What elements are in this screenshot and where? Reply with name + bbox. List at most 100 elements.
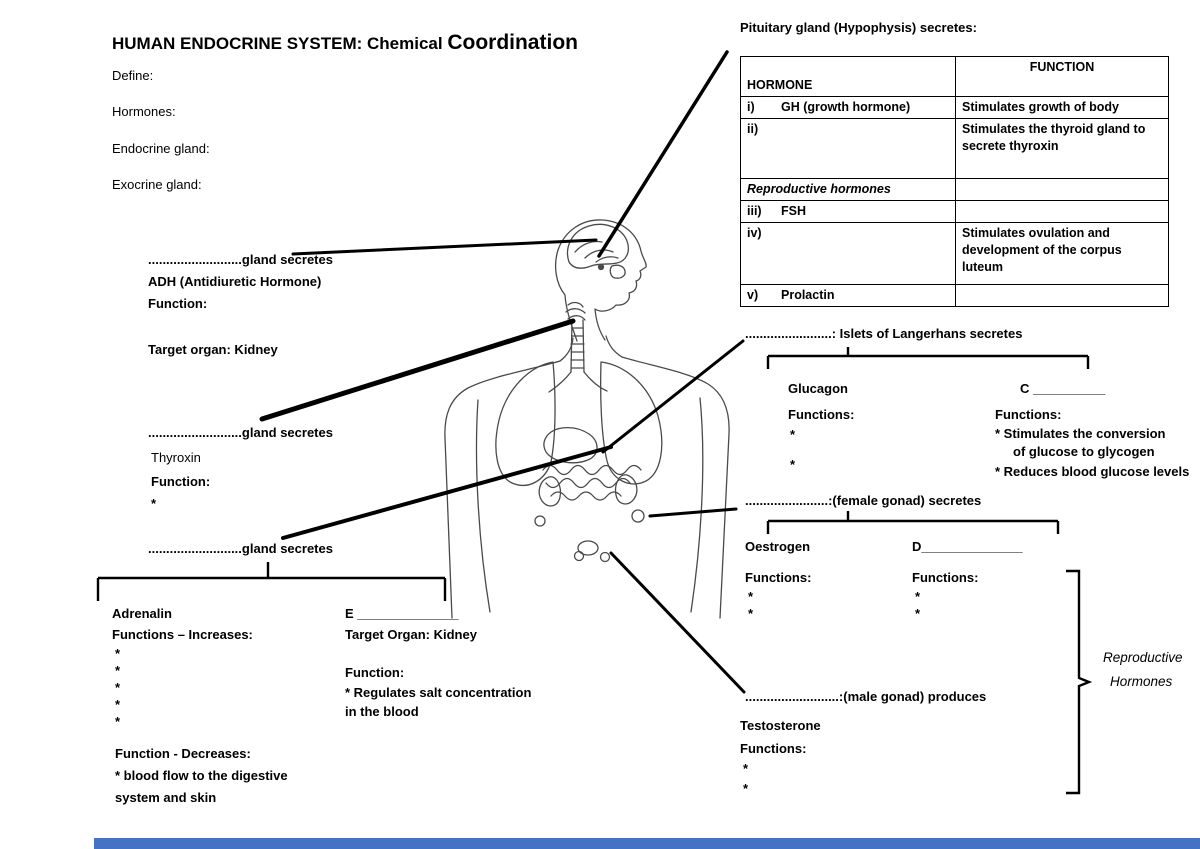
adh-function-label: Function: <box>148 296 208 311</box>
bottom-accent-bar <box>94 838 1200 849</box>
leader-line-male-gonad <box>609 551 746 694</box>
leader-line-islets <box>601 339 745 454</box>
leader-lines <box>259 50 746 694</box>
left-shoulder-arm <box>444 360 561 619</box>
adrenal-gland-secretes-label: gland secretes <box>241 541 333 556</box>
islets-dots: ........................ <box>745 326 832 341</box>
female-gonad-dots: ....................... <box>745 493 829 508</box>
hormones-label: Hormones: <box>112 104 176 119</box>
adrenalin-decreases-label: Function - Decreases: <box>115 746 251 761</box>
thyroid-gland-secretes-label: gland secretes <box>241 425 333 440</box>
row-number: v) <box>747 287 759 302</box>
right-ovary <box>631 509 645 523</box>
row-number: iii) <box>747 203 762 218</box>
function-cell: Stimulates growth of body <box>955 96 1169 119</box>
function-column-header: FUNCTION <box>955 56 1169 97</box>
adrenalin-bullet: * <box>115 680 121 695</box>
torso-right <box>690 397 704 613</box>
adrenalin-increases-label: Functions – Increases: <box>112 627 253 642</box>
function-cell <box>955 283 1169 307</box>
brain-folds <box>574 240 619 263</box>
define-label: Define: <box>112 68 154 83</box>
glucagon-bullet: * <box>790 427 796 442</box>
table-row: ii) Stimulates the thyroid gland to secr… <box>740 118 1169 179</box>
adh-target-organ: Target organ: Kidney <box>148 342 278 357</box>
function-cell: Stimulates the thyroid gland to secrete … <box>955 118 1169 179</box>
table-row: i)GH (growth hormone) Stimulates growth … <box>740 96 1169 119</box>
adrenal-gland-dots: .......................... <box>148 541 242 556</box>
table-row: iii) FSH <box>740 199 1169 223</box>
oestrogen-functions-label: Functions: <box>745 570 812 585</box>
male-gonad-label: :(male gonad) produces <box>838 689 987 704</box>
islets-label: : Islets of Langerhans secretes <box>831 326 1023 341</box>
testosterone-functions-label: Functions: <box>740 741 807 756</box>
hormone-cell: iv) <box>740 221 956 285</box>
reproductive-hormones-bracket <box>1066 569 1093 795</box>
adrenal-gland-blank-line: ..........................gland secretes <box>148 541 333 557</box>
adh-gland-blank-line: ..........................gland secretes <box>148 252 333 268</box>
hormone-d-blank: D______________ <box>912 539 1023 554</box>
oestrogen-bullet: * <box>748 606 754 621</box>
female-gonad-blank-line: .......................:(female gonad) s… <box>745 493 981 509</box>
glucagon-hormone-name: Glucagon <box>788 381 848 396</box>
cerebellum <box>609 264 626 279</box>
row-number: iv) <box>747 225 762 240</box>
function-cell <box>955 178 1169 201</box>
thyroid-scribble <box>565 301 586 321</box>
hormone-cell: v) Prolactin <box>740 283 956 307</box>
reproductive-hormones-label: Reproductive <box>1103 650 1183 665</box>
hormone-name: GH (growth hormone) <box>781 100 911 114</box>
adrenalin-hormone-name: Adrenalin <box>112 606 172 621</box>
left-kidney <box>538 476 562 507</box>
leader-line-thyroxin <box>259 318 576 422</box>
thyroid-gland-dots: .......................... <box>148 425 242 440</box>
islets-bracket <box>766 347 1090 369</box>
testosterone-bullet: * <box>743 761 749 776</box>
female-gonad-label: :(female gonad) secretes <box>828 493 982 508</box>
reproductive-hormones-label: Hormones <box>1110 674 1173 689</box>
hormone-cell: i)GH (growth hormone) <box>740 96 956 119</box>
head-profile-outline <box>554 219 647 342</box>
hormone-name: Prolactin <box>781 287 835 302</box>
testosterone-hormone-name: Testosterone <box>740 718 821 733</box>
leader-line-pituitary <box>597 50 729 258</box>
torso-left <box>475 399 491 613</box>
female-gonad-bracket <box>766 511 1060 534</box>
hormone-e-blank: E ______________ <box>345 606 459 621</box>
hormone-e-function-text: in the blood <box>345 704 419 719</box>
hormone-c-function-text: * Reduces blood glucose levels <box>995 464 1190 479</box>
leader-line-adrenal <box>281 445 613 540</box>
hormone-e-target-organ: Target Organ: Kidney <box>345 627 477 642</box>
trachea <box>570 319 585 373</box>
table-row: Reproductive hormones <box>740 178 1169 201</box>
hormone-cell: Reproductive hormones <box>740 178 956 201</box>
thyroxin-function-label: Function: <box>151 474 211 489</box>
adrenalin-bullet: * <box>115 663 121 678</box>
hormone-d-bullet: * <box>915 589 921 604</box>
thyroxin-bullet: * <box>151 496 157 511</box>
glucagon-functions-label: Functions: <box>788 407 855 422</box>
hormone-name: FSH <box>781 203 806 218</box>
right-testis <box>599 551 611 563</box>
neck-left <box>559 337 574 362</box>
glucagon-bullet: * <box>790 457 796 472</box>
intestines-coil-3 <box>550 491 622 501</box>
right-shoulder-arm <box>621 356 730 619</box>
function-cell <box>955 199 1169 223</box>
table-row: iv) Stimulates ovulation and development… <box>740 221 1169 285</box>
intestines-coil-1 <box>542 464 642 476</box>
hormone-d-functions-label: Functions: <box>912 570 979 585</box>
hormone-c-functions-label: Functions: <box>995 407 1062 422</box>
right-lung <box>600 361 663 485</box>
hormone-c-function-text: * Stimulates the conversion <box>995 426 1166 441</box>
stomach <box>543 427 598 464</box>
hormone-cell: iii) FSH <box>740 199 956 223</box>
islets-blank-line: ........................: Islets of Lang… <box>745 326 1022 342</box>
pituitary-table: HORMONE FUNCTION i)GH (growth hormone) S… <box>740 56 1169 307</box>
hormone-cell: ii) <box>740 118 956 179</box>
male-gonad-dots: .......................... <box>745 689 839 704</box>
left-testis <box>573 550 585 562</box>
row-number: ii) <box>747 122 759 136</box>
adrenalin-bullet: * <box>115 646 121 661</box>
